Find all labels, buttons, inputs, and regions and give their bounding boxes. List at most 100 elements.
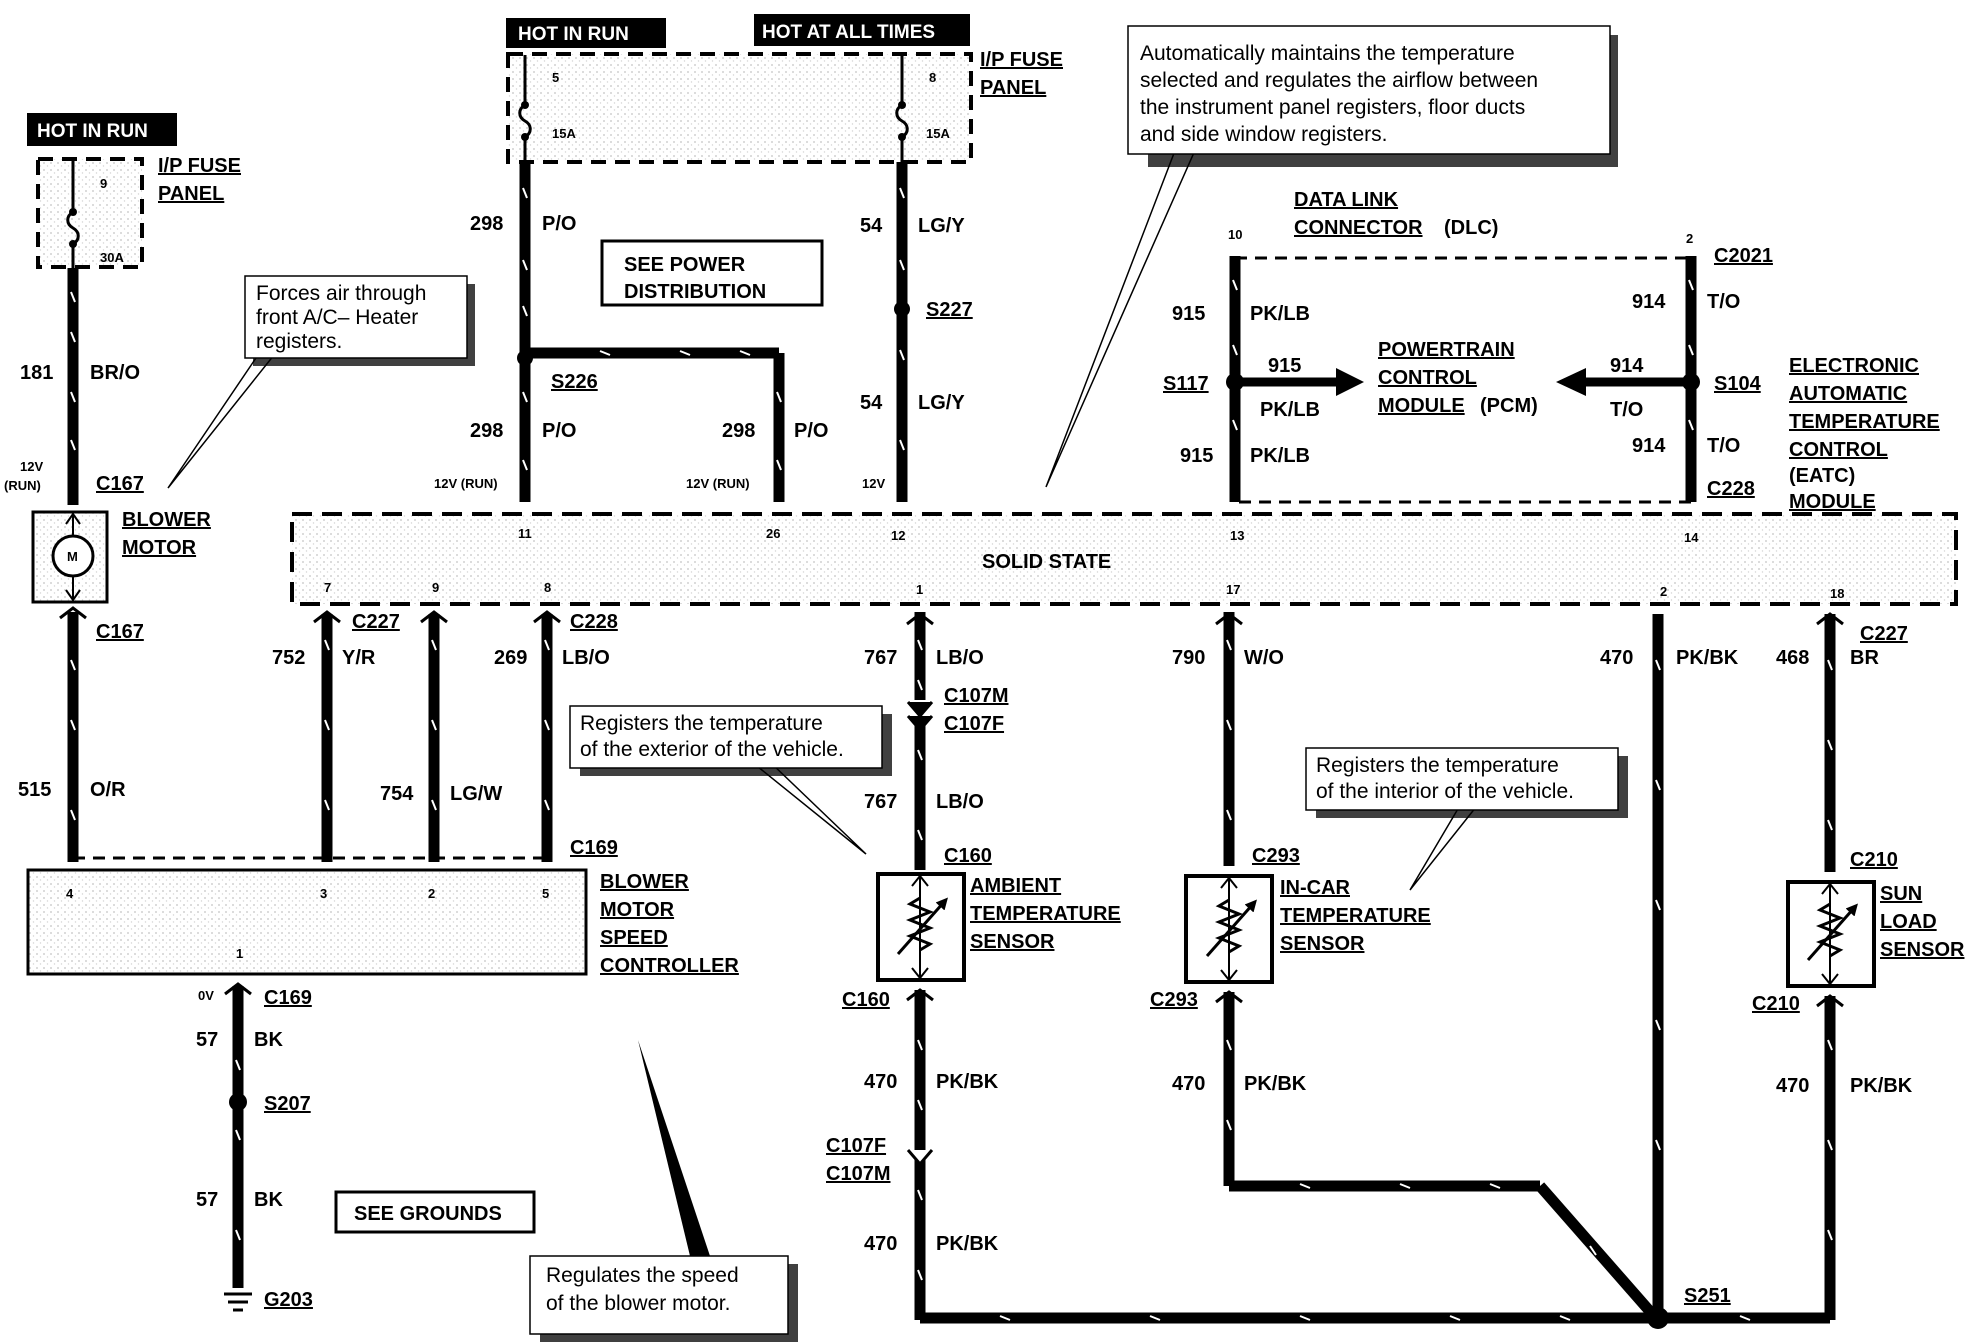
circuit-914-bottom-color: T/O [1707,435,1740,457]
splice-s104: S104 [1714,373,1762,395]
bmsc-label-1: BLOWER [600,871,689,893]
svg-text:M: M [67,549,78,564]
pin-12: 12 [891,528,905,543]
circuit-752: 752 [272,647,305,669]
circuit-767-bottom-color: LB/O [936,791,984,813]
sunload-label-3: SENSOR [1880,939,1965,961]
circuit-915-mid-color: PK/LB [1260,399,1320,421]
svg-text:SEE GROUNDS: SEE GROUNDS [354,1203,502,1225]
wire-470-incar-diag [1535,1182,1659,1320]
circuit-767-top-color: LB/O [936,647,984,669]
circuit-915-top: 915 [1172,303,1205,325]
pin-7: 7 [324,580,331,595]
circuit-470-sunload: 470 [1776,1075,1809,1097]
pin-1: 1 [916,582,923,597]
pin-14: 14 [1684,530,1699,545]
dlc-label: DATA LINK [1294,189,1399,211]
pin-26: 26 [766,526,780,541]
thermistor-icon-sunload [1815,902,1845,958]
circuit-470-ambient-bottom: 470 [864,1233,897,1255]
circuit-470-ambient-top-color: PK/BK [936,1071,999,1093]
splice-s207: S207 [264,1093,311,1115]
circuit-914-mid-color: T/O [1610,399,1643,421]
connector-c210-bottom: C210 [1752,993,1800,1015]
connector-c293-top: C293 [1252,845,1300,867]
connector-c167-top: C167 [96,473,144,495]
voltage-blower-12v: 12V [20,459,43,474]
fuse-panel-center [506,52,973,164]
circuit-54-top: 54 [860,215,883,237]
eatc-label-4: CONTROL [1789,439,1888,461]
see-grounds-box [334,1190,536,1234]
connector-c227-right: C227 [1860,623,1908,645]
connector-c228-left: C228 [570,611,618,633]
circuit-57-top: 57 [196,1029,218,1051]
circuit-54-bottom-color: LG/Y [918,392,965,414]
circuit-298-top: 298 [470,213,503,235]
circuit-790: 790 [1172,647,1205,669]
eatc-label-6: MODULE [1789,491,1876,513]
connector-c107-bottom-icon [906,1149,934,1167]
connector-c228-top: C228 [1707,478,1755,500]
ip-fuse-panel-left-label-2: PANEL [158,183,224,205]
circuit-269-color: LB/O [562,647,610,669]
circuit-298-right-color: P/O [794,420,828,442]
circuit-468-color: BR [1850,647,1879,669]
svg-text:Registers the temperature: Registers the temperature [1316,754,1559,777]
splice-s251: S251 [1684,1285,1731,1307]
splice-s227: S227 [926,299,973,321]
thermistor-icon [905,896,935,952]
controller-pin-5: 5 [542,886,549,901]
connector-c169-top: C169 [570,837,618,859]
pin-8: 8 [544,580,551,595]
svg-text:Automatically maintains the te: Automatically maintains the temperature [1140,42,1515,65]
connector-c2021: C2021 [1714,245,1773,267]
ground-g203: G203 [264,1289,313,1311]
blower-motor-speed-controller-box [26,868,588,976]
svg-text:HOT AT ALL TIMES: HOT AT ALL TIMES [762,22,935,43]
fuse-5 [518,55,532,162]
voltage-pin12: 12V [862,476,885,491]
sunload-label-2: LOAD [1880,911,1937,933]
motor-icon [51,534,95,578]
pin-18: 18 [1830,586,1844,601]
svg-text:SEE POWER: SEE POWER [624,254,746,276]
dlc-outline [1233,256,1693,504]
svg-text:of the blower motor.: of the blower motor. [546,1292,730,1315]
circuit-470-pin2-color: PK/BK [1676,647,1739,669]
svg-text:HOT IN RUN: HOT IN RUN [518,24,629,45]
controller-pin-2: 2 [428,886,435,901]
hot-at-all-times-header: HOT AT ALL TIMES [754,14,970,46]
pcm-label: POWERTRAIN [1378,339,1515,361]
connector-c107f-top: C107F [944,713,1004,735]
circuit-57-top-color: BK [254,1029,283,1051]
fuse-panel-left [36,157,144,269]
dlc-label-3: (DLC) [1444,217,1498,239]
see-power-distribution-box [600,239,824,307]
circuit-181-color: BR/O [90,362,140,384]
svg-text:Registers the temperature: Registers the temperature [580,712,823,735]
connector-c107m-top: C107M [944,685,1008,707]
bmsc-label-2: MOTOR [600,899,675,921]
splice-s227-dot [894,301,910,317]
fuse-9-number: 9 [100,176,107,191]
incar-label-3: SENSOR [1280,933,1365,955]
svg-text:the instrument panel registers: the instrument panel registers, floor du… [1140,96,1525,119]
svg-text:of the exterior of the vehicle: of the exterior of the vehicle. [580,738,844,761]
pcm-label-4: (PCM) [1480,395,1538,417]
connector-c107m-bottom: C107M [826,1163,890,1185]
circuit-298-left-color: P/O [542,420,576,442]
svg-text:registers.: registers. [256,330,342,353]
controller-pin-4: 4 [66,886,74,901]
svg-text:Regulates the speed: Regulates the speed [546,1264,739,1287]
circuit-298-top-color: P/O [542,213,576,235]
callout-interior-temp [1305,747,1619,811]
solid-state-label: SOLID STATE [982,551,1111,573]
bmsc-label-4: CONTROLLER [600,955,739,977]
eatc-label-5: (EATC) [1789,465,1855,487]
circuit-181: 181 [20,362,53,384]
pcm-label-3: MODULE [1378,395,1465,417]
callout-blower-speed [529,1255,789,1335]
ambient-label-2: TEMPERATURE [970,903,1121,925]
